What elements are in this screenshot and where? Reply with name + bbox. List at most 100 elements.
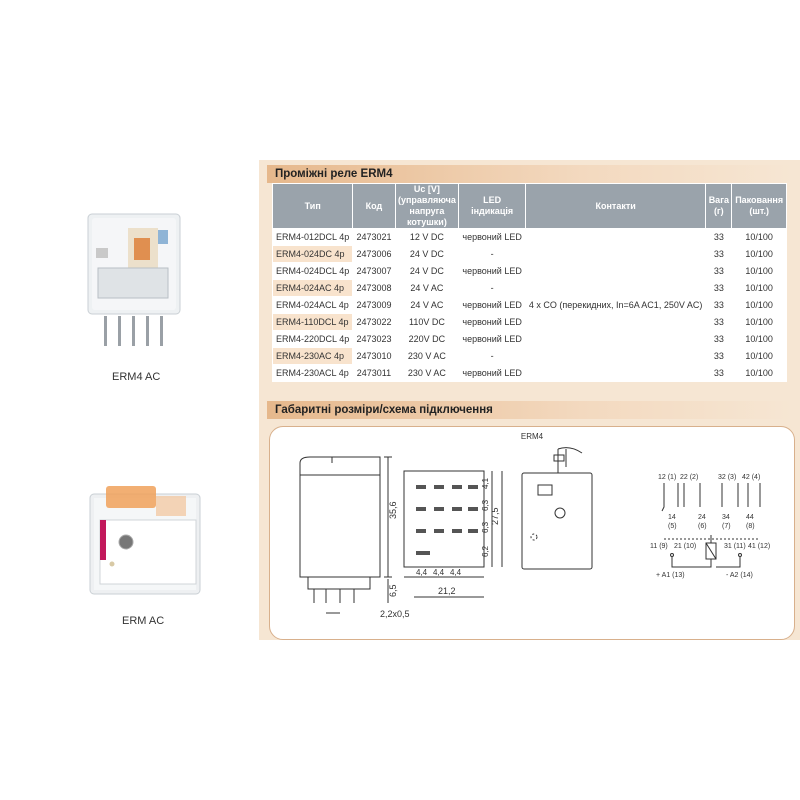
cell-type: ERM4-110DCL 4p	[271, 313, 354, 331]
cell-pack: 10/100	[731, 313, 787, 331]
cell-voltage: 24 V DC	[394, 262, 460, 280]
cell-voltage: 24 V AC	[394, 279, 460, 297]
col-weight: Вага (г)	[705, 183, 733, 229]
dim-r2: 6,3	[481, 499, 490, 511]
cell-type: ERM4-024DC 4p	[271, 245, 354, 263]
term-mid-1b: (5)	[668, 523, 677, 530]
spec-table: Тип Код Uc [V] (управляюча напруга котуш…	[271, 183, 787, 382]
cell-voltage: 12 V DC	[394, 228, 460, 246]
cell-pack: 10/100	[731, 347, 787, 365]
term-mid-4b: (8)	[746, 523, 755, 530]
dim-depth: 27,5	[490, 507, 500, 525]
cell-code: 2473010	[352, 347, 396, 365]
cell-code: 2473007	[352, 262, 396, 280]
term-mid-3b: (7)	[722, 523, 731, 530]
cell-pack: 10/100	[731, 228, 787, 246]
dim-h2: 6,5	[388, 584, 398, 597]
col-led: LED індикація	[458, 183, 526, 229]
cell-weight: 33	[705, 347, 733, 365]
dim-r4: 6,2	[481, 545, 490, 557]
term-mid-4: 44	[746, 514, 754, 521]
cell-code: 2473009	[352, 296, 396, 314]
col-contacts: Контакти	[524, 183, 707, 229]
cell-weight: 33	[705, 364, 733, 382]
cell-voltage: 24 V DC	[394, 245, 460, 263]
cell-led: червоний LED	[458, 364, 526, 382]
cell-pack: 10/100	[731, 262, 787, 280]
cell-pack: 10/100	[731, 279, 787, 297]
cell-voltage: 220V DC	[394, 330, 460, 348]
coil-a1: + A1 (13)	[656, 572, 685, 579]
cell-weight: 33	[705, 313, 733, 331]
term-bot-1: 11 (9)	[650, 543, 668, 550]
cell-led: -	[458, 347, 526, 365]
cell-type: ERM4-024DCL 4p	[271, 262, 354, 280]
term-mid-1: 14	[668, 514, 676, 521]
diagram-title: ERM4	[521, 432, 544, 441]
dim-r1: 4,1	[481, 477, 490, 489]
cell-voltage: 230 V AC	[394, 364, 460, 382]
term-mid-2b: (6)	[698, 523, 707, 530]
dim-h1: 35,6	[388, 501, 398, 519]
term-bot-4: 41 (12)	[748, 543, 770, 550]
cell-pack: 10/100	[731, 296, 787, 314]
cell-led: червоний LED	[458, 313, 526, 331]
coil-a2: - A2 (14)	[726, 572, 753, 579]
cell-type: ERM4-024AC 4p	[271, 279, 354, 297]
cell-type: ERM4-012DCL 4p	[271, 228, 354, 246]
term-top-1: 12 (1)	[658, 474, 676, 481]
cell-led: червоний LED	[458, 262, 526, 280]
cell-pack: 10/100	[731, 330, 787, 348]
cell-code: 2473023	[352, 330, 396, 348]
section2-title: Габаритні розміри/схема підключення	[267, 401, 792, 419]
cell-contacts: 4 x CO (перекидних, In=6A AC1, 250V AC)	[524, 228, 707, 382]
term-bot-2: 21 (10)	[674, 543, 696, 550]
cell-code: 2473011	[352, 364, 396, 382]
cell-voltage: 24 V AC	[394, 296, 460, 314]
cell-type: ERM4-220DCL 4p	[271, 330, 354, 348]
cell-code: 2473008	[352, 279, 396, 297]
cell-weight: 33	[705, 330, 733, 348]
cell-led: червоний LED	[458, 330, 526, 348]
cell-led: -	[458, 245, 526, 263]
cell-weight: 33	[705, 279, 733, 297]
dimension-diagram: ERM4 35,6 6,5 2,2x0,5	[269, 426, 795, 640]
cell-led: червоний LED	[458, 296, 526, 314]
col-code: Код	[352, 183, 396, 229]
cell-code: 2473022	[352, 313, 396, 331]
cell-weight: 33	[705, 296, 733, 314]
relay-photo-erm4	[78, 208, 190, 358]
dim-pitch2: 4,4	[433, 568, 445, 577]
term-bot-3: 31 (11)	[724, 543, 746, 550]
dim-width: 21,2	[438, 586, 456, 596]
cell-weight: 33	[705, 228, 733, 246]
cell-voltage: 230 V AC	[394, 347, 460, 365]
col-pack: Паковання (шт.)	[731, 183, 787, 229]
product-caption-1: ERM4 AC	[112, 371, 161, 383]
dim-pin: 2,2x0,5	[380, 609, 410, 619]
dim-pitch1: 4,4	[416, 568, 428, 577]
term-top-2: 22 (2)	[680, 474, 698, 481]
table-title: Проміжні реле ERM4	[267, 165, 792, 183]
cell-pack: 10/100	[731, 245, 787, 263]
cell-led: червоний LED	[458, 228, 526, 246]
cell-weight: 33	[705, 245, 733, 263]
term-top-4: 42 (4)	[742, 474, 760, 481]
cell-type: ERM4-024ACL 4p	[271, 296, 354, 314]
relay-photo-erm	[86, 484, 204, 598]
term-mid-3: 34	[722, 514, 730, 521]
dimension-drawing: ERM4 35,6 6,5 2,2x0,5	[299, 432, 770, 619]
cell-code: 2473021	[352, 228, 396, 246]
cell-pack: 10/100	[731, 364, 787, 382]
dim-r3: 6,3	[481, 521, 490, 533]
cell-code: 2473006	[352, 245, 396, 263]
cell-type: ERM4-230ACL 4p	[271, 364, 354, 382]
cell-voltage: 110V DC	[394, 313, 460, 331]
